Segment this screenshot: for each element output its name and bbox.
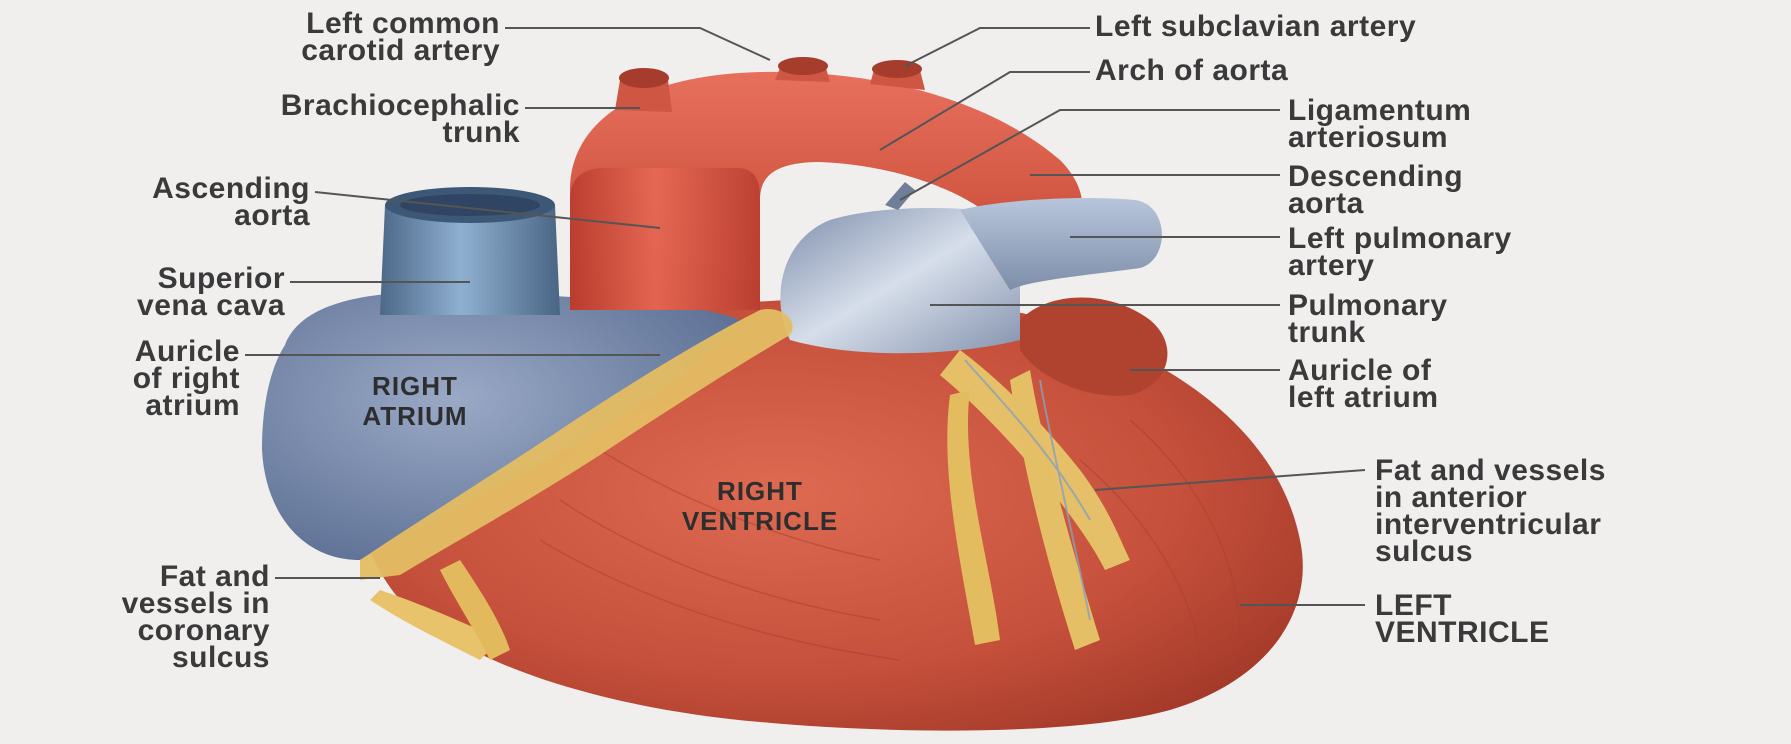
label-superior-vena-cava: Superior vena cava xyxy=(20,265,285,319)
label-left-pulmonary-artery: Left pulmonary artery xyxy=(1288,225,1512,279)
label-auricle-right-atrium: Auricle of right atrium xyxy=(20,338,240,419)
label-auricle-left-atrium: Auricle of left atrium xyxy=(1288,357,1439,411)
label-ligamentum-arteriosum: Ligamentum arteriosum xyxy=(1288,97,1471,151)
label-fat-coronary-sulcus: Fat and vessels in coronary sulcus xyxy=(20,563,270,671)
label-arch-of-aorta: Arch of aorta xyxy=(1095,57,1288,84)
label-left-subclavian: Left subclavian artery xyxy=(1095,13,1416,40)
label-left-common-carotid: Left common carotid artery xyxy=(150,10,500,64)
leader-subclavian xyxy=(905,28,1090,66)
label-ascending-aorta: Ascending aorta xyxy=(20,175,310,229)
leader-carotid xyxy=(505,28,770,60)
label-pulmonary-trunk: Pulmonary trunk xyxy=(1288,292,1448,346)
label-fat-interventricular: Fat and vessels in anterior interventric… xyxy=(1375,457,1606,565)
right-atrium-label-1: RIGHT xyxy=(372,371,458,401)
right-atrium-label-2: ATRIUM xyxy=(362,401,467,431)
label-descending-aorta: Descending aorta xyxy=(1288,163,1463,217)
right-ventricle-label-1: RIGHT xyxy=(717,476,803,506)
right-ventricle-label-2: VENTRICLE xyxy=(682,506,838,536)
label-left-ventricle: LEFT VENTRICLE xyxy=(1375,592,1550,646)
label-brachiocephalic: Brachiocephalic trunk xyxy=(150,92,520,146)
